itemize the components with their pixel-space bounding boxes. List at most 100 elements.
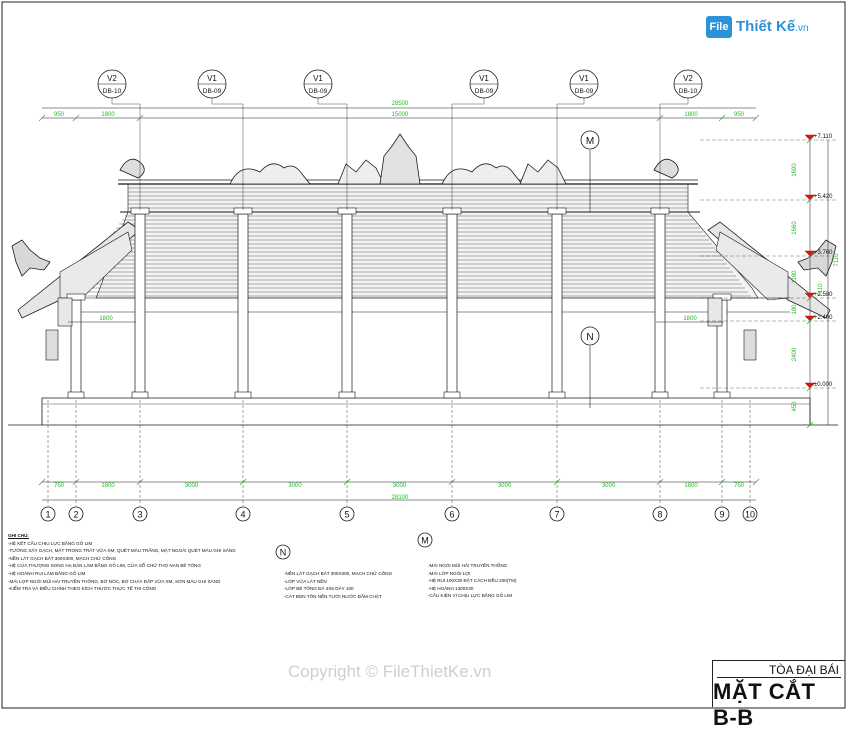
note-line: -CẤU KIỆN VÌ CHỊU LỰC BẰNG GỖ LIM bbox=[428, 593, 513, 599]
callout-top-label: V2 bbox=[683, 74, 693, 83]
callout-leader bbox=[317, 98, 348, 210]
right-dimension: 1690 bbox=[792, 163, 798, 177]
callout-leader bbox=[451, 98, 485, 210]
dimension-tick bbox=[806, 294, 814, 302]
top-dimension: 950 bbox=[54, 112, 65, 118]
note-line: -MÁI LỚP NGÓI LỢI bbox=[428, 570, 471, 576]
dimension-tick bbox=[718, 114, 726, 122]
axis-bubble bbox=[40, 506, 56, 522]
column bbox=[134, 213, 146, 395]
callout-bottom-label: DB-09 bbox=[475, 88, 494, 95]
roof-notes: -MÁI NGÓI MŨI HÀI TRUYỀN THỐNG -MÁI LỚP … bbox=[428, 562, 517, 600]
bottom-dimension: 3000 bbox=[393, 483, 407, 489]
note-line: -HỆ HOÀNH RUI LÀM BẰNG GỖ LIM bbox=[8, 570, 86, 576]
callout-bottom-label: DB-09 bbox=[309, 88, 328, 95]
legend-marker-label: M bbox=[421, 536, 429, 546]
note-line: -TƯỜNG XÂY GẠCH, MẶT TRONG TRÁT VỮA XM, … bbox=[8, 548, 236, 554]
column-base bbox=[651, 391, 669, 399]
dimension-tick bbox=[136, 114, 144, 122]
axis-label: 8 bbox=[657, 510, 662, 520]
copyright-watermark: Copyright © FileThietKe.vn bbox=[288, 662, 492, 681]
note-line: -HỆ CỬA THƯỢNG SONG HẠ BẢN LÀM BẰNG GỖ L… bbox=[8, 563, 201, 569]
bottom-dimension: 1800 bbox=[684, 483, 698, 489]
axis-bubble bbox=[549, 506, 565, 522]
dimension-tick bbox=[38, 114, 46, 122]
dimension-tick bbox=[806, 196, 814, 204]
right-overall-dimension: 7110 bbox=[834, 253, 840, 267]
right-dimension: 1660 bbox=[792, 221, 798, 235]
right-eave-ornament bbox=[797, 239, 837, 277]
note-line: -MÁI LỢP NGÓI MŨI HÀI TRUYỀN THỐNG, BỜ N… bbox=[8, 578, 221, 584]
bottom-overall-dimension: 28100 bbox=[392, 495, 409, 501]
column-base bbox=[443, 391, 461, 399]
dimension-tick bbox=[656, 478, 664, 486]
dimension-tick bbox=[752, 114, 760, 122]
bottom-dimension: 3000 bbox=[602, 483, 616, 489]
building-name: TÒA ĐẠI BÁI bbox=[768, 663, 839, 677]
callout-bottom-label: DB-10 bbox=[679, 88, 698, 95]
axis-bubble bbox=[444, 506, 460, 522]
top-dimension: 1800 bbox=[101, 112, 115, 118]
dimension-tick bbox=[553, 478, 561, 486]
note-line: -CÁT ĐEN TÔN NỀN TƯỚI NƯỚC ĐẦM CHẶT bbox=[284, 593, 382, 599]
callout-leader bbox=[556, 98, 585, 210]
axis-label: 1 bbox=[45, 510, 50, 520]
right-dimension: 1180 bbox=[792, 270, 798, 284]
column bbox=[341, 213, 353, 395]
level-label: +7.110 bbox=[814, 134, 833, 140]
axis-label: 9 bbox=[719, 510, 724, 520]
left-end-ornament bbox=[119, 158, 145, 179]
level-label: +2.580 bbox=[814, 292, 833, 298]
title-block: TÒA ĐẠI BÁI MẶT CẮT B-B bbox=[712, 660, 845, 730]
level-label: +2.400 bbox=[814, 315, 833, 321]
left-eave-ornament bbox=[11, 239, 51, 277]
dimension-tick bbox=[806, 252, 814, 260]
dimension-tick bbox=[343, 478, 351, 486]
inner-dimension: 1800 bbox=[683, 316, 697, 322]
central-ornament bbox=[379, 133, 421, 185]
axis-label: 10 bbox=[745, 510, 755, 520]
column-base bbox=[548, 391, 566, 399]
bottom-dimension: 750 bbox=[734, 483, 745, 489]
filethietke-logo[interactable]: File Thiết Kế.vn bbox=[706, 12, 824, 42]
right-dimension: 450 bbox=[792, 401, 798, 412]
top-overall-dimension: 28500 bbox=[392, 101, 409, 107]
axis-label: 6 bbox=[449, 510, 454, 520]
dimension-tick bbox=[806, 384, 814, 392]
inner-dimension: 1800 bbox=[99, 316, 113, 322]
right-end-ornament bbox=[653, 158, 679, 179]
right-dimension: 180 bbox=[792, 304, 798, 315]
bottom-dimension: 1800 bbox=[101, 483, 115, 489]
dimension-tick bbox=[448, 478, 456, 486]
axis-label: 5 bbox=[344, 510, 349, 520]
bottom-dimension: 3000 bbox=[498, 483, 512, 489]
top-dimension: 950 bbox=[734, 112, 745, 118]
column-base bbox=[67, 391, 85, 399]
callout-bottom-label: DB-09 bbox=[203, 88, 222, 95]
callout-leader bbox=[211, 98, 244, 210]
building-section bbox=[8, 133, 838, 426]
axis-label: 7 bbox=[554, 510, 559, 520]
level-label: ±0.000 bbox=[814, 382, 833, 388]
dimension-tick bbox=[806, 317, 814, 325]
column-base bbox=[131, 391, 149, 399]
note-line: -HỆ KẾT CẤU CHỊU LỰC BẰNG GỖ LIM bbox=[8, 540, 93, 546]
right-dimension: 2400 bbox=[792, 347, 798, 361]
dimension-tick bbox=[239, 478, 247, 486]
note-line: -HỆ HOÀNH 1300X30 bbox=[428, 585, 474, 591]
note-line: -NỀN LÁT GẠCH BÁT 300X300, MẠCH CHỮ CÔNG bbox=[8, 555, 117, 561]
legend-marker bbox=[275, 544, 291, 560]
column-capital bbox=[66, 293, 86, 301]
note-line: -KIỂM TRA VÀ ĐIỀU CHỈNH THEO KÍCH THƯỚC … bbox=[8, 586, 157, 592]
section-marker bbox=[580, 326, 600, 346]
note-line: -LỚP BÊ TÔNG ĐÁ 4X6 DÀY 100 bbox=[284, 586, 354, 592]
note-line: -LỚP VỮA LÁT NỀN bbox=[284, 578, 327, 584]
logo-badge: File bbox=[706, 16, 732, 38]
note-line: -MÁI NGÓI MŨI HÀI TRUYỀN THỐNG bbox=[428, 563, 508, 568]
dimension-tick bbox=[72, 114, 80, 122]
callout-leader bbox=[659, 98, 689, 210]
callout-top-label: V1 bbox=[479, 74, 489, 83]
callout-top-label: V1 bbox=[313, 74, 323, 83]
axis-label: 4 bbox=[240, 510, 245, 520]
